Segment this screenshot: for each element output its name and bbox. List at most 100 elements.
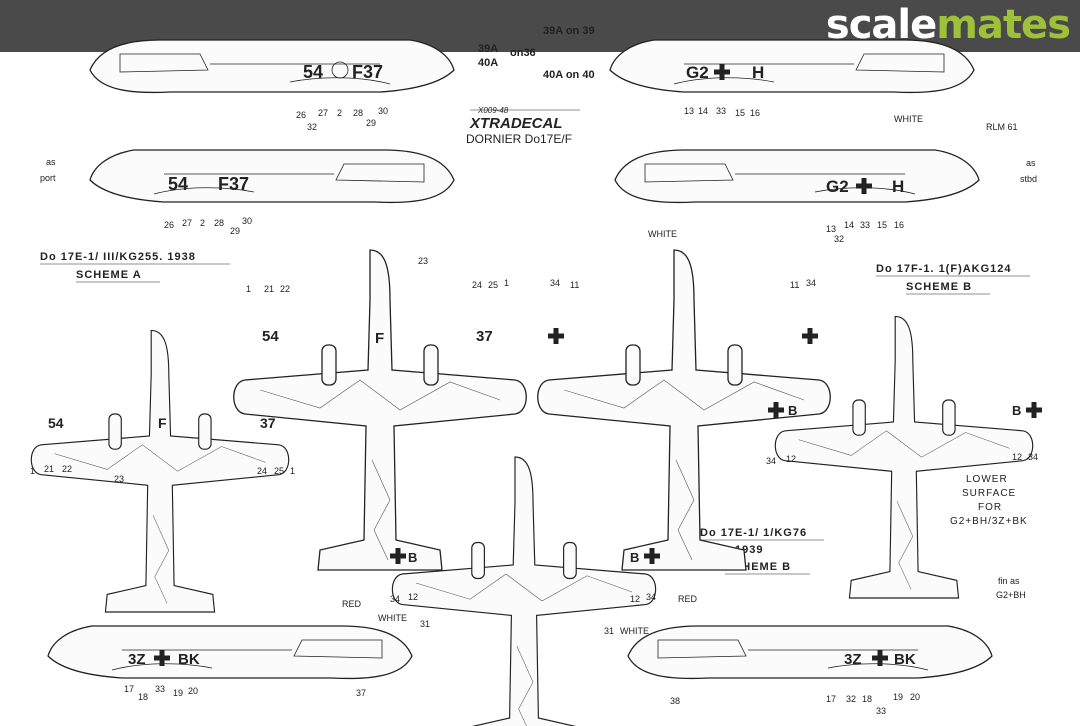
svg-text:30: 30 [378,106,388,116]
svg-text:34: 34 [550,278,560,288]
svg-text:34: 34 [1028,452,1038,462]
profile-stbd-f [627,625,993,680]
svg-text:11: 11 [790,280,799,290]
svg-text:18: 18 [138,692,148,702]
svg-text:SURFACE: SURFACE [962,488,1016,499]
svg-text:33: 33 [860,220,870,230]
marking-3Z: 3Z [128,651,146,668]
svg-text:1: 1 [246,284,251,294]
marking-BK-b: BK [894,651,916,668]
scalemates-logo[interactable]: scalemates [825,2,1071,48]
svg-text:34: 34 [766,456,776,466]
note-as-1: as [46,157,56,167]
note-as-2: as [1026,158,1036,168]
note-39a: 39A [478,43,498,55]
svg-text:1: 1 [290,466,295,476]
marking-54-under: 54 [48,415,64,431]
scheme-header-a: Do 17E-1/ III/KG255. 1938 SCHEME A [40,251,230,283]
callouts-under-b: 34 12 12 34 [766,452,1038,466]
callouts-under-a: 1 21 22 23 24 25 1 [30,464,295,484]
svg-text:LOWER: LOWER [966,474,1008,485]
profile-stbd-b [609,39,975,94]
note-40-on-40: 40A on 40 [543,69,595,81]
note-lower-surface: LOWER SURFACE FOR G2+BH/3Z+BK [950,474,1028,527]
callouts-profile-4: 13 32 14 33 15 16 [826,220,904,244]
svg-text:13: 13 [684,106,694,116]
svg-text:13: 13 [826,224,836,234]
svg-text:15: 15 [735,108,745,118]
svg-text:2: 2 [337,108,342,118]
planform-under-b [774,315,1034,599]
svg-text:14: 14 [698,106,708,116]
svg-text:23: 23 [114,474,124,484]
svg-text:34: 34 [806,278,816,288]
svg-text:25: 25 [488,280,498,290]
note-white-4: WHITE [620,626,649,636]
marking-BK: BK [178,651,200,668]
svg-text:29: 29 [366,118,376,128]
marking-54-b: 54 [168,174,188,194]
note-40a: 40A [478,57,498,69]
svg-text:26: 26 [164,220,174,230]
svg-text:26: 26 [296,110,306,120]
svg-text:32: 32 [834,234,844,244]
marking-G2-b: G2 [826,177,849,196]
marking-B-1: B [788,403,797,418]
note-white-3: WHITE [378,613,407,623]
svg-text:23: 23 [418,256,428,266]
svg-text:2: 2 [200,218,205,228]
svg-text:21: 21 [44,464,54,474]
scheme-header-b: Do 17F-1. 1(F)AKG124 SCHEME B [876,263,1030,295]
balkenkreuz-4 [802,328,818,344]
marking-54-wing: 54 [262,328,279,345]
svg-text:SCHEME B: SCHEME B [906,281,972,293]
profile-port-e [47,625,413,680]
callouts-profile-3: 26 27 2 28 29 30 [164,216,252,236]
marking-F37-b: F37 [218,174,249,194]
svg-text:18: 18 [862,694,872,704]
callouts-top-a: 1 21 22 23 24 25 1 [246,256,509,294]
svg-text:34: 34 [390,594,400,604]
svg-text:17: 17 [826,694,836,704]
profile-stbd-d [614,149,980,204]
callouts-under-c: 34 12 12 34 [390,592,656,604]
balkenkreuz-3 [548,328,564,344]
note-rlm61: RLM 61 [986,122,1018,132]
svg-text:21: 21 [264,284,274,294]
svg-text:1: 1 [504,278,509,288]
callouts-top-b: 34 11 11 34 [550,278,816,290]
svg-text:16: 16 [750,108,760,118]
svg-text:27: 27 [182,218,192,228]
svg-text:11: 11 [570,280,579,290]
svg-text:32: 32 [307,122,317,132]
svg-text:33: 33 [155,684,165,694]
marking-B-2: B [1012,403,1021,418]
svg-text:27: 27 [318,108,328,118]
svg-text:G2+BH/3Z+BK: G2+BH/3Z+BK [950,516,1028,527]
svg-text:14: 14 [844,220,854,230]
svg-text:22: 22 [280,284,290,294]
svg-text:28: 28 [214,218,224,228]
svg-text:25: 25 [274,466,284,476]
svg-text:33: 33 [716,106,726,116]
note-red-1: RED [342,599,362,609]
note-fin-as: fin as [998,576,1020,586]
note-white-1: WHITE [894,114,923,124]
svg-text:24: 24 [257,466,267,476]
svg-text:20: 20 [188,686,198,696]
balkenkreuz-6 [1026,402,1042,418]
profile-port-c [89,149,455,204]
svg-text:24: 24 [472,280,482,290]
svg-text:31: 31 [420,619,430,629]
svg-text:DORNIER Do17E/F: DORNIER Do17E/F [466,132,572,146]
callouts-profile-2: 13 14 33 15 16 [684,106,760,118]
note-white-2: WHITE [648,229,677,239]
profile-port-a [89,39,455,94]
note-39-on-39: 39A on 39 [543,25,595,37]
marking-B-4: B [630,550,639,565]
svg-text:17: 17 [124,684,134,694]
planform-top-b [537,249,831,571]
svg-text:Do 17F-1. 1(F)AKG124: Do 17F-1. 1(F)AKG124 [876,263,1012,275]
svg-text:12: 12 [1012,452,1022,462]
